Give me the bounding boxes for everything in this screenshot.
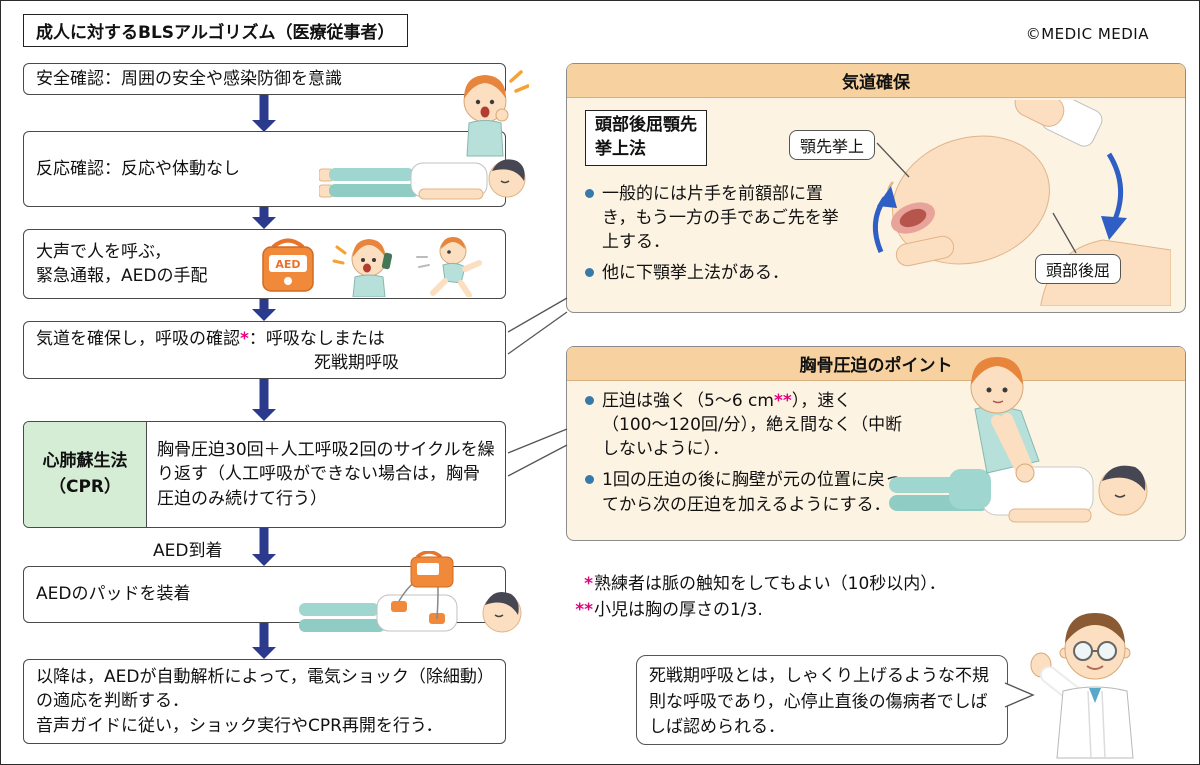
airway-bullet-2: 他に下顎挙上法がある． xyxy=(585,261,847,285)
airway-panel: 気道確保 頭部後屈顎先 挙上法 一般的には片手を前額部に置き，もう一方の手であご… xyxy=(566,63,1186,313)
bullet-icon xyxy=(585,268,594,278)
bullet-icon xyxy=(585,396,594,405)
chin-lift-callout: 顎先挙上 xyxy=(789,130,876,160)
aed-arrival-label: AED到着 xyxy=(153,541,223,561)
gasping-note-box: 死戦期呼吸とは，しゃくり上げるような不規則な呼吸であり，心停止直後の傷病者でしば… xyxy=(636,655,1008,745)
checking-child-illustration xyxy=(463,70,529,157)
down-arrow-4 xyxy=(252,379,276,421)
cpr-description-text: 胸骨圧迫30回＋人工呼吸2回のサイクルを繰り返す（人工呼吸ができない場合は，胸骨… xyxy=(157,439,495,509)
flow-step-aed-analysis-text: 以降は，AEDが自動解析によって，電気ショック（除細動）の適応を判断する． 音声… xyxy=(36,667,486,736)
airway-bullet-2-text: 他に下顎挙上法がある． xyxy=(602,263,789,284)
compression-panel-title: 胸骨圧迫のポイント xyxy=(567,347,1185,381)
flow-step-airway-line1: 気道を確保し，呼吸の確認*：呼吸なしまたは xyxy=(36,327,493,351)
copyright-text: ©MEDIC MEDIA xyxy=(1025,25,1149,43)
compression-bullet-2: 1回の圧迫の後に胸壁が元の位置に戻ってから次の圧迫を加えるようにする． xyxy=(585,468,915,516)
airway-bullet-list: 一般的には片手を前額部に置き，もう一方の手であご先を挙上する． 他に下顎挙上法が… xyxy=(585,182,847,293)
airway-maneuver-illustration xyxy=(872,100,1171,306)
airway-check-result: ：呼吸なしまたは xyxy=(248,329,385,349)
bullet-icon xyxy=(585,189,594,198)
compression-bullet-1-text: 圧迫は強く（5〜6 cm**），速く（100〜120回/分），絶え間なく（中断し… xyxy=(602,389,915,461)
cpr-description: 胸骨圧迫30回＋人工呼吸2回のサイクルを繰り返す（人工呼吸ができない場合は，胸骨… xyxy=(147,422,505,527)
airway-bullet-1: 一般的には片手を前額部に置き，もう一方の手であご先を挙上する． xyxy=(585,182,847,254)
call-for-help-illustration: AED xyxy=(262,237,482,297)
airway-check-text: 気道を確保し，呼吸の確認 xyxy=(36,329,240,349)
down-arrow-3 xyxy=(252,299,276,321)
compression-rate-text: ），速く（100〜120回/分），絶え間なく（中断しないように）． xyxy=(602,391,903,460)
compression-bullet-2-text: 1回の圧迫の後に胸壁が元の位置に戻ってから次の圧迫を加えるようにする． xyxy=(602,470,902,515)
down-arrow-1 xyxy=(252,95,276,132)
aed-pad-icon xyxy=(391,601,407,612)
compression-bullet-1: 圧迫は強く（5〜6 cm**），速く（100〜120回/分），絶え間なく（中断し… xyxy=(585,389,915,461)
aed-device-label: AED xyxy=(275,258,300,271)
compression-depth-text: 圧迫は強く（5〜6 cm xyxy=(602,391,774,411)
flow-step-aed-pads-text: AEDのパッドを装着 xyxy=(36,584,191,605)
unresponsive-patient-illustration xyxy=(319,159,526,200)
page-title: 成人に対するBLSアルゴリズム（医療従事者） xyxy=(23,14,408,47)
airway-bullet-1-text: 一般的には片手を前額部に置き，もう一方の手であご先を挙上する． xyxy=(602,184,839,253)
cpr-label: 心肺蘇生法 （CPR） xyxy=(24,422,147,527)
down-arrow-6 xyxy=(252,623,276,659)
flow-step-call-help-text: 大声で人を呼ぶ， 緊急通報，AEDの手配 xyxy=(36,241,208,286)
bullet-icon xyxy=(585,475,594,485)
double-asterisk-marker: ** xyxy=(773,391,792,411)
gasping-note-text: 死戦期呼吸とは，しゃくり上げるような不規則な呼吸であり，心停止直後の傷病者でしば… xyxy=(649,666,989,737)
glasses-icon xyxy=(1073,641,1093,661)
footnote-1-marker: * xyxy=(584,574,593,594)
flow-step-airway-breathing: 気道を確保し，呼吸の確認*：呼吸なしまたは 死戦期呼吸 xyxy=(23,321,506,379)
footnote-1: * 熟練者は脈の触知をしてもよい（10秒以内）． xyxy=(567,571,946,597)
doctor-illustration xyxy=(1030,613,1134,759)
asterisk-marker: * xyxy=(240,329,249,349)
footnote-2-text: 小児は胸の厚さの1/3. xyxy=(594,600,763,621)
down-arrow-2 xyxy=(252,207,276,229)
aed-handle xyxy=(271,238,305,249)
footnote-2-marker: ** xyxy=(575,600,593,621)
aed-pads-patient-illustration xyxy=(299,551,522,633)
footnote-1-text: 熟練者は脈の触知をしてもよい（10秒以内）． xyxy=(594,574,946,594)
footnotes: * 熟練者は脈の触知をしてもよい（10秒以内）． ** 小児は胸の厚さの1/3. xyxy=(567,571,946,624)
chest-compression-illustration xyxy=(889,357,1148,523)
airway-panel-title: 気道確保 xyxy=(567,64,1185,98)
flow-step-safety-text: 安全確認：周囲の安全や感染防御を意識 xyxy=(36,68,342,89)
flow-step-cpr: 心肺蘇生法 （CPR） 胸骨圧迫30回＋人工呼吸2回のサイクルを繰り返す（人工呼… xyxy=(23,421,506,528)
running-child-icon xyxy=(416,237,482,297)
compression-panel: 胸骨圧迫のポイント 圧迫は強く（5〜6 cm**），速く（100〜120回/分）… xyxy=(566,346,1186,541)
calling-child-icon xyxy=(332,239,393,297)
footnote-2: ** 小児は胸の厚さの1/3. xyxy=(567,597,946,623)
compression-bullet-list: 圧迫は強く（5〜6 cm**），速く（100〜120回/分），絶え間なく（中断し… xyxy=(585,389,915,524)
down-arrow-5 xyxy=(252,528,276,566)
flow-step-safety: 安全確認：周囲の安全や感染防御を意識 xyxy=(23,63,506,95)
head-tilt-chin-lift-label: 頭部後屈顎先 挙上法 xyxy=(585,110,707,166)
head-tilt-callout: 頭部後屈 xyxy=(1035,254,1122,284)
flow-step-airway-line2: 死戦期呼吸 xyxy=(314,353,399,374)
phone-icon xyxy=(381,252,393,270)
flow-step-response-text: 反応確認：反応や体動なし xyxy=(36,158,240,179)
flow-step-aed-analysis: 以降は，AEDが自動解析によって，電気ショック（除細動）の適応を判断する． 音声… xyxy=(23,659,506,744)
